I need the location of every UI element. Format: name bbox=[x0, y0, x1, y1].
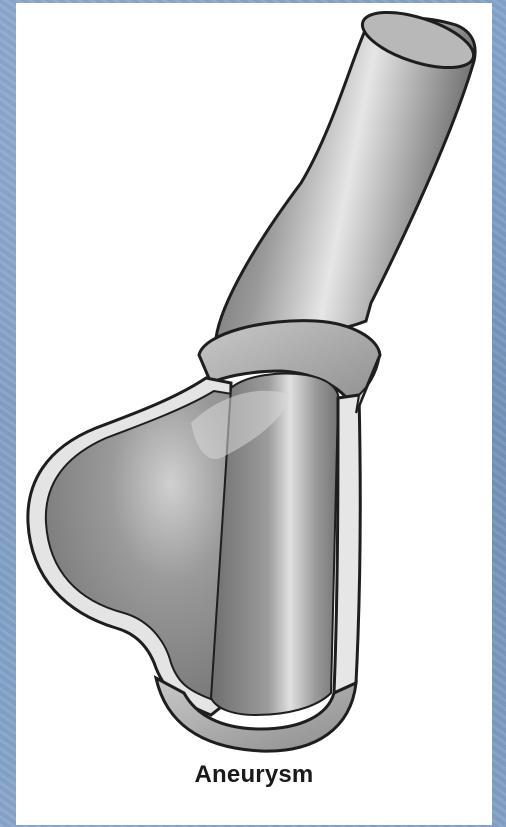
diagram-caption: Aneurysm bbox=[16, 761, 492, 789]
vessel-wall-right bbox=[334, 355, 380, 693]
illustration-panel: Aneurysm bbox=[16, 3, 492, 825]
aneurysm-illustration bbox=[16, 3, 492, 825]
intact-vessel-segment bbox=[216, 3, 480, 339]
